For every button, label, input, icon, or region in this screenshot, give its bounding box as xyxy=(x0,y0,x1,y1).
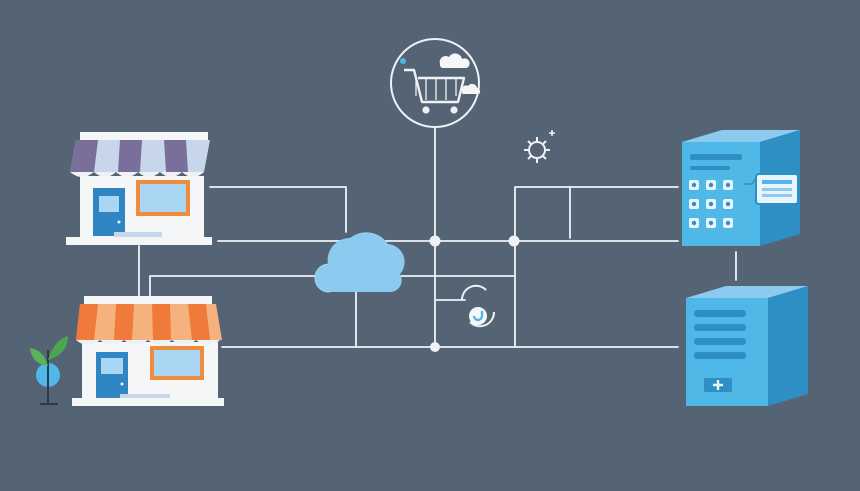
storefront-icon xyxy=(66,132,212,245)
server-icon xyxy=(682,130,800,246)
sync-icon xyxy=(460,284,496,328)
junction-dot xyxy=(430,342,440,352)
connector-top-store-upper xyxy=(209,186,347,233)
connector-right-upper xyxy=(514,186,679,242)
server-slots xyxy=(694,310,746,359)
plant-icon xyxy=(30,336,68,405)
gear-icon xyxy=(524,130,555,163)
cloud-icon xyxy=(314,232,405,293)
shopping-cart-icon xyxy=(390,38,481,128)
server-icon xyxy=(686,286,808,406)
awning-bottom xyxy=(76,304,222,340)
storefront-icon xyxy=(72,296,224,406)
plus-icon xyxy=(713,380,723,390)
junction-dot xyxy=(429,235,441,247)
junction-dot xyxy=(508,235,520,247)
junction-dots xyxy=(429,235,520,352)
